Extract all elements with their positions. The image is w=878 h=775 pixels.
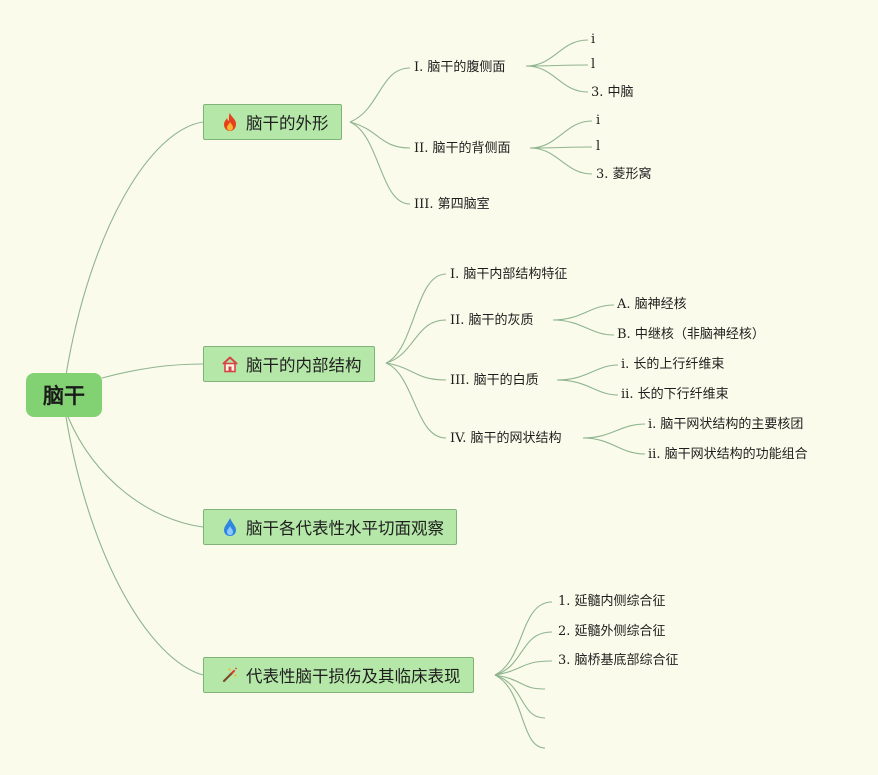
branch-label: 代表性脑干损伤及其临床表现 [246, 667, 461, 686]
subtopic-label: i. 脑干网状结构的主要核团 [648, 417, 804, 432]
home-icon [220, 354, 240, 374]
topic-label: II. 脑干的灰质 [450, 313, 534, 328]
topic-label: I. 脑干的腹侧面 [414, 60, 506, 75]
subtopic-label: i [591, 32, 596, 47]
topic-white-matter[interactable]: III. 脑干的白质 [450, 372, 539, 390]
subtopic-label: l [591, 57, 596, 72]
subtopic-descending-tracts[interactable]: ii. 长的下行纤维束 [621, 386, 729, 404]
topic-label: I. 脑干内部结构特征 [450, 267, 568, 282]
subtopic-label: ii. 长的下行纤维束 [621, 387, 729, 402]
topic-internal-features[interactable]: I. 脑干内部结构特征 [450, 266, 567, 284]
root-node[interactable]: 脑干 [26, 373, 102, 417]
subtopic-rhomboid-fossa[interactable]: 3. 菱形窝 [596, 166, 652, 184]
magic-wand-icon [220, 665, 240, 685]
subtopic-label: A. 脑神经核 [617, 297, 687, 312]
topic-reticular-formation[interactable]: IV. 脑干的网状结构 [450, 430, 562, 448]
subtopic-label: ii. 脑干网状结构的功能组合 [648, 447, 808, 462]
topic-medial-medullary[interactable]: 1. 延髓内侧综合征 [558, 593, 666, 611]
subtopic-item[interactable]: i [591, 31, 595, 49]
topic-lateral-medullary[interactable]: 2. 延髓外侧综合征 [558, 623, 666, 641]
topic-ventral-surface[interactable]: I. 脑干的腹侧面 [414, 59, 505, 77]
subtopic-label: i [596, 113, 601, 128]
subtopic-cranial-nuclei[interactable]: A. 脑神经核 [617, 296, 687, 314]
subtopic-relay-nuclei[interactable]: B. 中继核（非脑神经核） [617, 326, 765, 344]
topic-label: 1. 延髓内侧综合征 [558, 594, 666, 609]
topic-label: 2. 延髓外侧综合征 [558, 624, 666, 639]
subtopic-reticular-nuclei[interactable]: i. 脑干网状结构的主要核团 [648, 416, 803, 434]
branch-label: 脑干各代表性水平切面观察 [246, 519, 444, 538]
subtopic-ascending-tracts[interactable]: i. 长的上行纤维束 [621, 356, 724, 374]
branch-clinical-lesions[interactable]: 代表性脑干损伤及其临床表现 [203, 657, 474, 693]
water-drop-icon [220, 517, 240, 537]
subtopic-label: i. 长的上行纤维束 [621, 357, 725, 372]
topic-label: IV. 脑干的网状结构 [450, 431, 562, 446]
branch-label: 脑干的内部结构 [246, 356, 362, 375]
subtopic-midbrain[interactable]: 3. 中脑 [591, 84, 634, 102]
branch-label: 脑干的外形 [246, 114, 329, 133]
subtopic-label: B. 中继核（非脑神经核） [617, 327, 765, 342]
topic-label: III. 第四脑室 [414, 197, 490, 212]
subtopic-item[interactable]: l [596, 138, 600, 156]
topic-basal-pontine[interactable]: 3. 脑桥基底部综合征 [558, 652, 679, 670]
topic-label: III. 脑干的白质 [450, 373, 539, 388]
topic-fourth-ventricle[interactable]: III. 第四脑室 [414, 196, 490, 214]
topic-gray-matter[interactable]: II. 脑干的灰质 [450, 312, 534, 330]
root-label: 脑干 [43, 384, 85, 408]
branch-internal-structure[interactable]: 脑干的内部结构 [203, 346, 375, 382]
subtopic-item[interactable]: l [591, 56, 595, 74]
subtopic-item[interactable]: i [596, 112, 600, 130]
topic-label: II. 脑干的背侧面 [414, 141, 511, 156]
subtopic-label: l [596, 139, 601, 154]
branch-external-form[interactable]: 脑干的外形 [203, 104, 342, 140]
topic-label: 3. 脑桥基底部综合征 [558, 653, 679, 668]
subtopic-label: 3. 中脑 [591, 85, 634, 100]
branch-horizontal-sections[interactable]: 脑干各代表性水平切面观察 [203, 509, 457, 545]
subtopic-reticular-functions[interactable]: ii. 脑干网状结构的功能组合 [648, 446, 808, 464]
topic-dorsal-surface[interactable]: II. 脑干的背侧面 [414, 140, 511, 158]
subtopic-label: 3. 菱形窝 [596, 167, 652, 182]
fire-icon [220, 112, 240, 132]
